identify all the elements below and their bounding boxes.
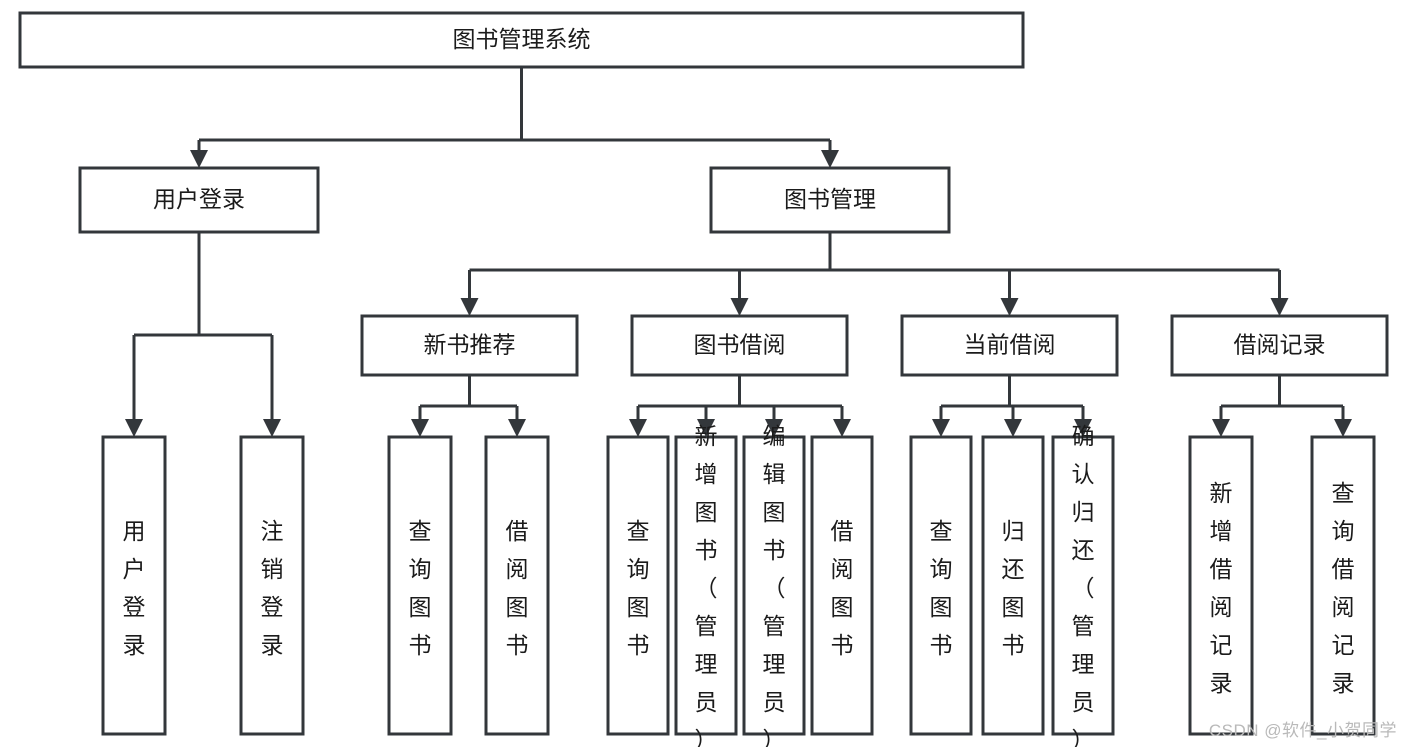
connector-to-borrow-records-arrowhead <box>1270 298 1289 316</box>
node-query-borrow-record[interactable]: 查询借阅记录 <box>1310 435 1376 736</box>
node-label-edit-book-admin: 编辑图书（管理员） <box>763 423 786 747</box>
connector-to-current-borrowing-arrowhead <box>1000 298 1019 316</box>
connector-to-user-logout-action-arrowhead <box>263 419 281 437</box>
node-book-borrowing[interactable]: 图书借阅 <box>630 314 849 377</box>
node-box-confirm-return-admin <box>1051 435 1115 736</box>
node-query-books-2[interactable]: 查询图书 <box>606 435 670 736</box>
node-add-book-admin[interactable]: 新增图书（管理员） <box>674 423 738 747</box>
node-box-book-management <box>709 166 951 234</box>
node-box-query-books-3 <box>909 435 973 736</box>
node-label-add-book-admin: 新增图书（管理员） <box>695 423 718 747</box>
connector-to-query-books-1-arrowhead <box>411 419 429 437</box>
node-label-borrow-books-2: 借阅图书 <box>831 518 854 658</box>
connector-to-book-management-arrowhead <box>821 150 839 168</box>
node-label-confirm-return-admin: 确认归还（管理员） <box>1072 423 1095 747</box>
node-borrow-records[interactable]: 借阅记录 <box>1170 314 1389 377</box>
node-label-new-book-recommend: 新书推荐 <box>424 332 516 358</box>
node-label-book-borrowing: 图书借阅 <box>694 332 786 358</box>
node-borrow-books-1[interactable]: 借阅图书 <box>484 435 550 736</box>
node-new-book-recommend[interactable]: 新书推荐 <box>360 314 579 377</box>
node-box-user-login-action <box>101 435 167 736</box>
node-label-user-login-action: 用户登录 <box>123 518 146 658</box>
node-current-borrowing[interactable]: 当前借阅 <box>900 314 1119 377</box>
node-confirm-return-admin[interactable]: 确认归还（管理员） <box>1051 423 1115 747</box>
node-label-book-management: 图书管理 <box>784 186 876 212</box>
connector-to-new-book-recommend-arrowhead <box>460 298 479 316</box>
node-box-current-borrowing <box>900 314 1119 377</box>
node-label-add-borrow-record: 新增借阅记录 <box>1210 480 1233 696</box>
connector-to-query-borrow-record-arrowhead <box>1334 419 1352 437</box>
node-box-borrow-books-1 <box>484 435 550 736</box>
node-box-query-books-2 <box>606 435 670 736</box>
node-box-user-login <box>78 166 320 234</box>
connector-to-return-books-arrowhead <box>1004 419 1022 437</box>
connector-to-add-book-admin-arrowhead <box>697 419 715 437</box>
node-user-logout-action[interactable]: 注销登录 <box>239 435 305 736</box>
node-label-root: 图书管理系统 <box>453 26 591 52</box>
node-root[interactable]: 图书管理系统 <box>18 11 1025 69</box>
watermark-label: CSDN @软件_小贺同学 <box>1208 721 1397 740</box>
node-label-user-logout-action: 注销登录 <box>261 518 284 658</box>
node-box-borrow-books-2 <box>810 435 874 736</box>
node-label-borrow-books-1: 借阅图书 <box>506 518 529 658</box>
connector-to-borrow-books-1-arrowhead <box>508 419 526 437</box>
node-query-books-1[interactable]: 查询图书 <box>387 435 453 736</box>
node-return-books[interactable]: 归还图书 <box>981 435 1045 736</box>
node-user-login[interactable]: 用户登录 <box>78 166 320 234</box>
connector-to-borrow-books-2-arrowhead <box>833 419 851 437</box>
node-box-root <box>18 11 1025 69</box>
connector-to-book-borrowing-arrowhead <box>730 298 749 316</box>
node-box-add-book-admin <box>674 435 738 736</box>
node-label-return-books: 归还图书 <box>1002 518 1025 658</box>
node-label-query-borrow-record: 查询借阅记录 <box>1332 480 1355 696</box>
node-label-user-login: 用户登录 <box>153 186 245 212</box>
connector-to-user-login-arrowhead <box>190 150 208 168</box>
node-borrow-books-2[interactable]: 借阅图书 <box>810 435 874 736</box>
connector-to-query-books-2-arrowhead <box>629 419 647 437</box>
node-box-book-borrowing <box>630 314 849 377</box>
node-label-borrow-records: 借阅记录 <box>1234 332 1326 358</box>
connector-to-user-login-action-arrowhead <box>125 419 143 437</box>
node-layer: 图书管理系统用户登录图书管理用户登录注销登录新书推荐查询图书借阅图书图书借阅查询… <box>18 11 1389 747</box>
node-label-query-books-1: 查询图书 <box>409 518 432 658</box>
node-box-return-books <box>981 435 1045 736</box>
node-user-login-action[interactable]: 用户登录 <box>101 435 167 736</box>
node-box-query-books-1 <box>387 435 453 736</box>
node-box-new-book-recommend <box>360 314 579 377</box>
node-edit-book-admin[interactable]: 编辑图书（管理员） <box>742 423 806 747</box>
node-box-user-logout-action <box>239 435 305 736</box>
connector-to-query-books-3-arrowhead <box>932 419 950 437</box>
node-book-management[interactable]: 图书管理 <box>709 166 951 234</box>
node-label-current-borrowing: 当前借阅 <box>964 332 1056 358</box>
node-box-add-borrow-record <box>1188 435 1254 736</box>
node-label-query-books-2: 查询图书 <box>627 518 650 658</box>
connector-layer <box>125 67 1352 437</box>
node-box-query-borrow-record <box>1310 435 1376 736</box>
node-box-edit-book-admin <box>742 435 806 736</box>
connector-to-confirm-return-admin-arrowhead <box>1074 419 1092 437</box>
connector-to-edit-book-admin-arrowhead <box>765 419 783 437</box>
node-query-books-3[interactable]: 查询图书 <box>909 435 973 736</box>
node-add-borrow-record[interactable]: 新增借阅记录 <box>1188 435 1254 736</box>
connector-to-add-borrow-record-arrowhead <box>1212 419 1230 437</box>
node-label-query-books-3: 查询图书 <box>930 518 953 658</box>
node-box-borrow-records <box>1170 314 1389 377</box>
